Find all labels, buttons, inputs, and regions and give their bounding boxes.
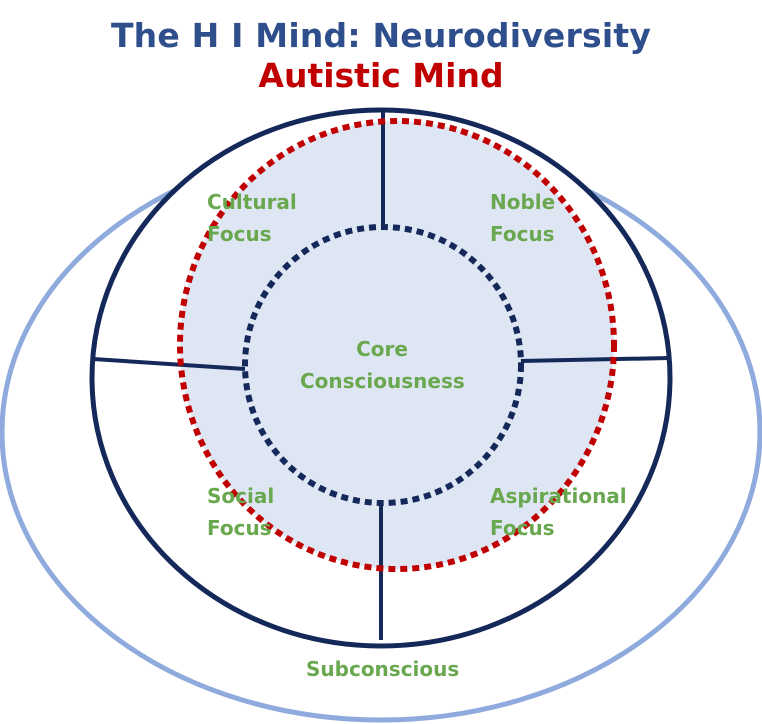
core-circle (242, 224, 524, 506)
autistic-boundary (177, 118, 617, 572)
label-core-consciousness: Core Consciousness (300, 337, 465, 393)
label-aspirational-focus: Aspirational Focus (490, 484, 627, 540)
label-cultural-focus: Cultural Focus (207, 190, 297, 246)
divider-right (519, 356, 671, 363)
diagram-subtitle: Autistic Mind (258, 56, 504, 95)
diagram-title: The H I Mind: Neurodiversity (110, 16, 652, 55)
label-social-focus: Social Focus (207, 484, 275, 540)
divider-left (92, 357, 246, 371)
label-noble-focus: Noble Focus (490, 190, 556, 246)
label-subconscious: Subconscious (306, 657, 460, 681)
